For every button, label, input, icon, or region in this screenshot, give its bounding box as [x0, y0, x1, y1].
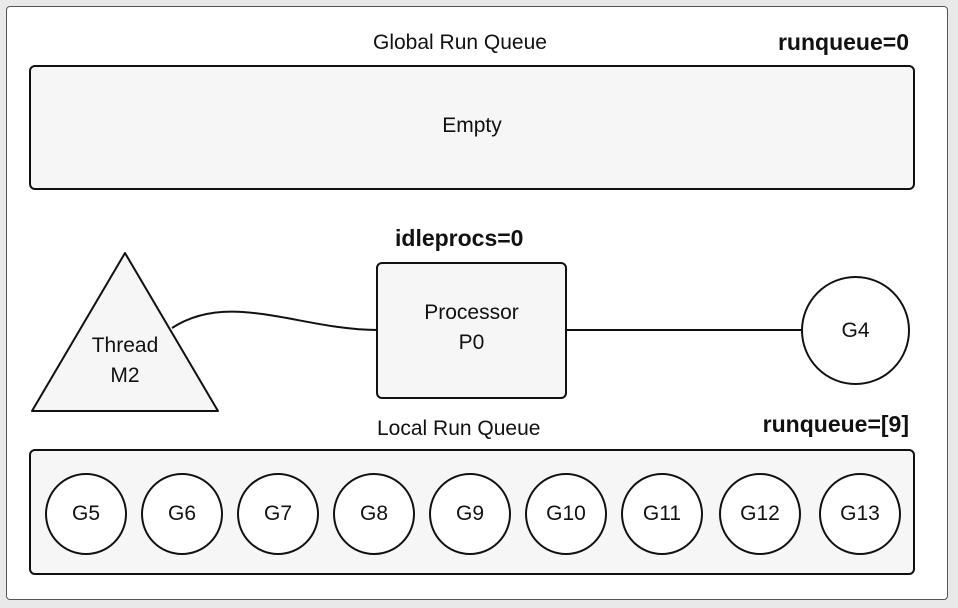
goroutine-circle: G13	[819, 473, 901, 555]
processor-name: Processor	[424, 301, 519, 324]
local-run-queue-box: G5 G6 G7 G8 G9 G10 G11 G12 G13	[29, 449, 915, 575]
goroutine-circle: G8	[333, 473, 415, 555]
local-queue-title: Local Run Queue	[377, 417, 541, 440]
local-runqueue-counter: runqueue=[9]	[762, 411, 909, 437]
running-goroutine: G4	[801, 276, 910, 385]
goroutine-circle: G11	[621, 473, 703, 555]
thread-label: Thread M2	[70, 331, 180, 391]
global-queue-title: Global Run Queue	[373, 31, 547, 54]
thread-id: M2	[110, 364, 140, 387]
thread-triangle	[31, 252, 219, 412]
goroutine-circle: G9	[429, 473, 511, 555]
processor-box: Processor P0	[376, 262, 567, 399]
global-runqueue-counter: runqueue=0	[777, 29, 909, 55]
global-queue-content: Empty	[442, 114, 502, 137]
idleprocs-counter: idleprocs=0	[395, 225, 524, 251]
goroutine-circle: G7	[237, 473, 319, 555]
goroutine-circle: G5	[45, 473, 127, 555]
processor-label: Processor P0	[378, 298, 565, 358]
goroutine-circle: G12	[719, 473, 801, 555]
thread-name: Thread	[91, 334, 159, 357]
global-run-queue-box: Empty	[29, 65, 915, 190]
processor-id: P0	[458, 331, 485, 354]
goroutine-circle: G10	[525, 473, 607, 555]
goroutine-circle: G6	[141, 473, 223, 555]
thread-processor-link	[171, 310, 379, 331]
